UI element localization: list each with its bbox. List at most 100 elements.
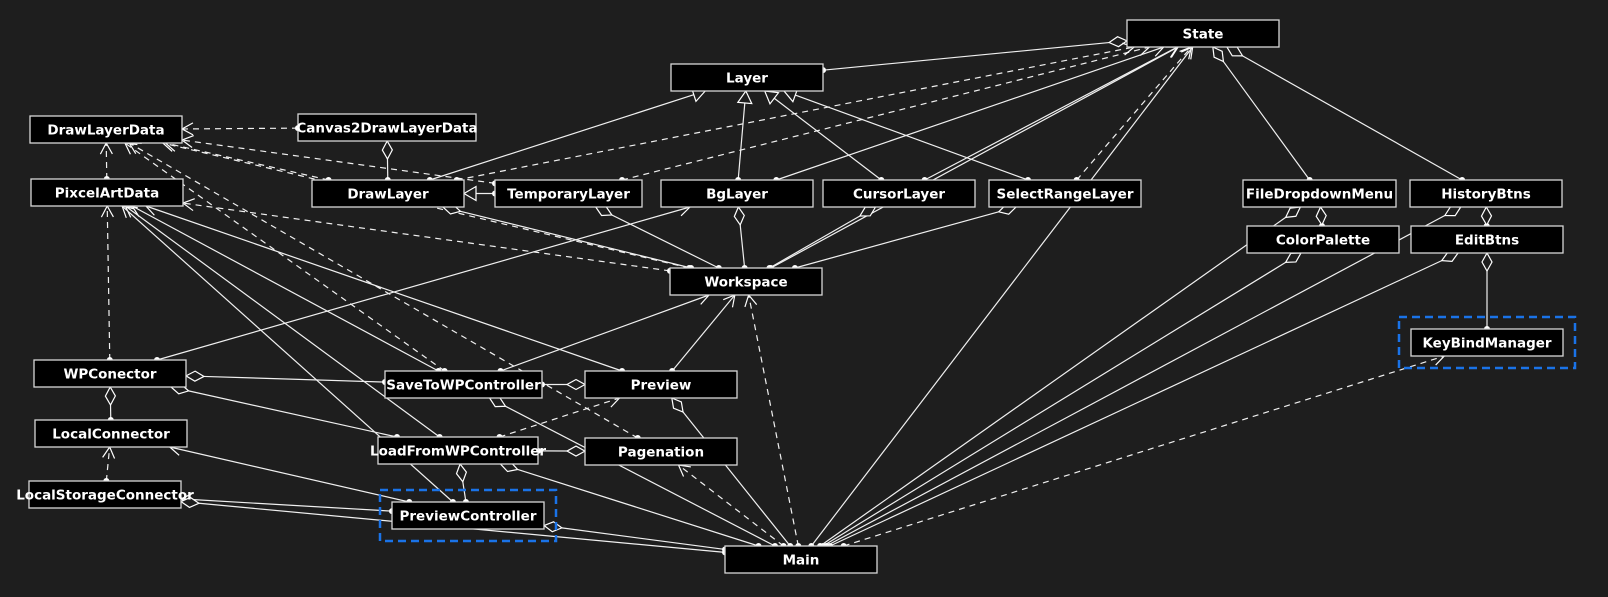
- edge-canvas2-draw-layer-data-to-draw-layer-data: [180, 122, 301, 136]
- class-box[interactable]: [660, 179, 814, 208]
- edges-layer: [99, 36, 1493, 556]
- class-box[interactable]: [1410, 225, 1564, 254]
- edge-line: [106, 205, 111, 361]
- class-label: Workspace: [704, 275, 787, 291]
- class-box[interactable]: [494, 179, 643, 208]
- class-box[interactable]: [1410, 328, 1564, 357]
- class-node-wp-conector[interactable]: WPConector: [33, 359, 187, 388]
- class-node-edit-btns[interactable]: EditBtns: [1410, 225, 1564, 254]
- class-box[interactable]: [29, 115, 183, 144]
- aggregation-diamond-icon: [179, 496, 201, 509]
- edge-load-from-wp-controller-to-wp-conector: [169, 383, 400, 440]
- class-box[interactable]: [377, 436, 539, 465]
- edge-line: [748, 294, 799, 547]
- class-node-select-range-layer[interactable]: SelectRangeLayer: [988, 179, 1142, 208]
- edge-line: [682, 411, 791, 547]
- class-node-main[interactable]: Main: [724, 545, 878, 574]
- class-box[interactable]: [584, 370, 738, 399]
- class-box[interactable]: [1409, 179, 1563, 208]
- edge-line: [517, 468, 759, 547]
- class-node-file-dropdown-menu[interactable]: FileDropdownMenu: [1242, 179, 1397, 208]
- edge-line: [462, 481, 467, 503]
- class-label: FileDropdownMenu: [1246, 187, 1393, 203]
- class-node-layer[interactable]: Layer: [670, 63, 824, 92]
- aggregation-diamond-icon: [381, 139, 394, 161]
- class-box[interactable]: [297, 113, 477, 142]
- class-label: TemporaryLayer: [507, 187, 630, 203]
- class-node-canvas2-draw-layer-data[interactable]: Canvas2DrawLayerData: [296, 113, 478, 142]
- class-box[interactable]: [1126, 19, 1280, 48]
- class-node-cursor-layer[interactable]: CursorLayer: [822, 179, 976, 208]
- aggregation-diamond-icon: [1315, 205, 1327, 227]
- edge-line: [169, 446, 410, 503]
- class-node-color-palette[interactable]: ColorPalette: [1246, 225, 1400, 254]
- class-node-temporary-layer[interactable]: TemporaryLayer: [494, 179, 643, 208]
- open-arrow-icon: [180, 135, 194, 148]
- edge-line: [181, 127, 299, 130]
- class-label: Preview: [631, 378, 692, 394]
- edge-wp-conector-to-bg-layer: [154, 203, 692, 363]
- edge-draw-layer-to-canvas2-draw-layer-data: [381, 139, 394, 183]
- edge-load-from-wp-controller-to-pagenation: [535, 445, 587, 457]
- class-box[interactable]: [34, 419, 188, 448]
- edge-local-storage-connector-to-local-connector: [102, 445, 116, 484]
- edge-line: [429, 94, 694, 181]
- class-box[interactable]: [384, 370, 543, 399]
- highlight-frame-key-bind-manager: [1397, 315, 1577, 370]
- class-box[interactable]: [30, 178, 184, 207]
- open-arrow-icon: [677, 464, 691, 477]
- class-box[interactable]: [391, 501, 545, 530]
- edge-workspace-to-state: [767, 46, 1180, 271]
- edge-main-to-preview-controller: [542, 521, 728, 553]
- class-node-state[interactable]: State: [1126, 19, 1280, 48]
- class-node-workspace[interactable]: Workspace: [669, 267, 823, 296]
- class-node-save-to-wp-controller[interactable]: SaveToWPController: [384, 370, 543, 399]
- class-node-bg-layer[interactable]: BgLayer: [660, 179, 814, 208]
- class-box[interactable]: [724, 545, 878, 574]
- aggregation-diamond-icon: [1212, 46, 1225, 63]
- class-label: Pagenation: [618, 445, 704, 461]
- class-node-local-storage-connector[interactable]: LocalStorageConnector: [16, 480, 194, 509]
- class-label: KeyBindManager: [1422, 336, 1551, 352]
- inheritance-triangle-icon: [736, 89, 753, 105]
- edge-line: [145, 205, 623, 372]
- edge-line: [561, 527, 726, 551]
- class-box[interactable]: [669, 267, 823, 296]
- class-node-pixcel-art-data[interactable]: PixcelArtData: [30, 178, 184, 207]
- open-arrow-icon: [181, 198, 195, 212]
- class-label: Main: [783, 553, 820, 569]
- class-box[interactable]: [670, 63, 824, 92]
- class-box[interactable]: [311, 179, 465, 208]
- aggregation-diamond-icon: [1225, 46, 1244, 57]
- class-box[interactable]: [1246, 225, 1400, 254]
- inheritance-triangle-icon: [462, 185, 477, 202]
- class-node-local-connector[interactable]: LocalConnector: [34, 419, 188, 448]
- class-box[interactable]: [988, 179, 1142, 208]
- class-label: PreviewController: [399, 509, 536, 525]
- class-box[interactable]: [33, 359, 187, 388]
- edge-line: [156, 206, 691, 361]
- class-box[interactable]: [28, 480, 182, 509]
- edge-line: [165, 142, 329, 181]
- class-node-preview-controller[interactable]: PreviewController: [391, 501, 545, 530]
- class-box[interactable]: [1242, 179, 1397, 208]
- aggregation-diamond-icon: [565, 378, 587, 391]
- aggregation-diamond-icon: [1284, 206, 1302, 219]
- class-box[interactable]: [822, 179, 976, 208]
- class-node-history-btns[interactable]: HistoryBtns: [1409, 179, 1563, 208]
- class-label: EditBtns: [1455, 233, 1519, 249]
- edge-line: [794, 211, 999, 269]
- class-node-load-from-wp-controller[interactable]: LoadFromWPController: [370, 436, 546, 465]
- class-node-pagenation[interactable]: Pagenation: [584, 437, 738, 466]
- class-box[interactable]: [584, 437, 738, 466]
- class-node-key-bind-manager[interactable]: KeyBindManager: [1410, 328, 1564, 357]
- aggregation-diamond-icon: [671, 397, 684, 414]
- class-node-draw-layer[interactable]: DrawLayer: [311, 179, 465, 208]
- edge-main-to-history-btns: [823, 206, 1462, 549]
- class-label: PixcelArtData: [55, 186, 159, 202]
- edge-line: [181, 139, 496, 184]
- class-node-draw-layer-data[interactable]: DrawLayerData: [29, 115, 183, 144]
- class-node-preview[interactable]: Preview: [584, 370, 738, 399]
